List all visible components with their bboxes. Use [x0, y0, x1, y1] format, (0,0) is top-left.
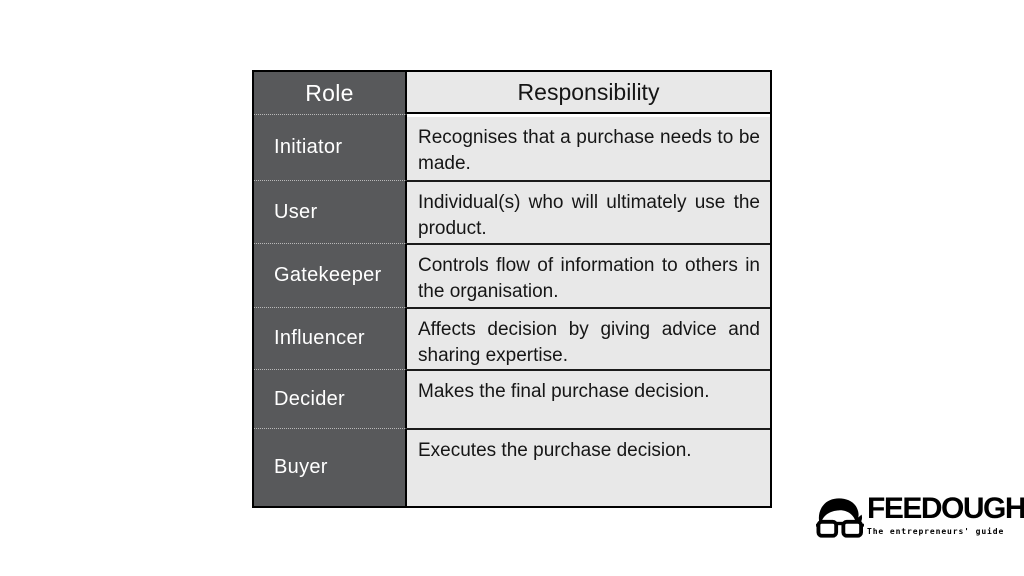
responsibility-cell: Executes the purchase decision. — [407, 428, 770, 506]
role-cell: Initiator — [254, 114, 407, 180]
feedough-face-glasses-icon — [816, 498, 864, 538]
responsibility-cell: Makes the final purchase decision. — [407, 369, 770, 428]
feedough-logo: FEEDOUGH .COM The entrepreneurs' guide — [816, 492, 1024, 541]
role-cell: Buyer — [254, 428, 407, 506]
responsibility-cell: Affects decision by giving advice and sh… — [407, 307, 770, 369]
role-cell: Gatekeeper — [254, 243, 407, 307]
role-cell: Influencer — [254, 307, 407, 369]
responsibility-cell: Individual(s) who will ultimately use th… — [407, 180, 770, 243]
role-cell: Decider — [254, 369, 407, 428]
responsibility-column-header: Responsibility — [407, 72, 770, 114]
role-cell: User — [254, 180, 407, 243]
responsibility-cell: Recognises that a purchase needs to be m… — [407, 114, 770, 180]
logo-text: FEEDOUGH .COM The entrepreneurs' guide — [867, 492, 1024, 536]
responsibility-cell: Controls flow of information to others i… — [407, 243, 770, 307]
logo-tagline: The entrepreneurs' guide — [867, 526, 1005, 536]
role-column-header: Role — [254, 72, 407, 114]
logo-brand-text: FEEDOUGH — [867, 492, 1024, 525]
